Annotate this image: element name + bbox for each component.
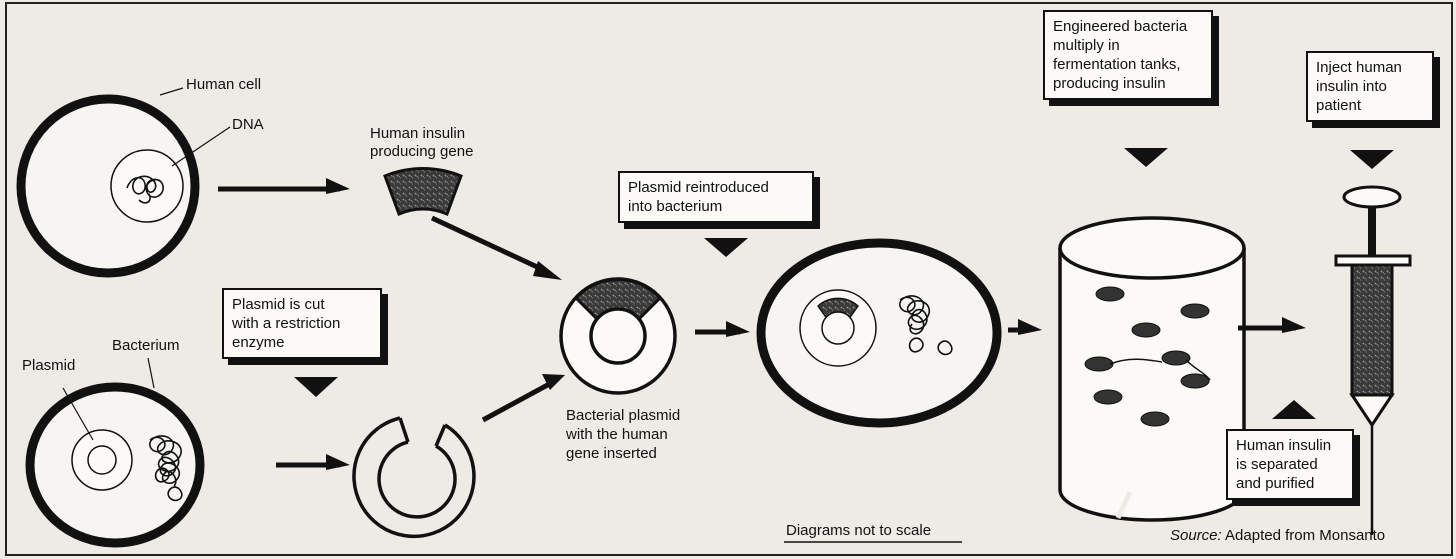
fermentation-tank-icon — [1060, 218, 1244, 520]
callout-inject: Inject human insulin into patient — [1306, 51, 1434, 122]
callout-engineered-bacteria: Engineered bacteria multiply in fermenta… — [1043, 10, 1213, 100]
scale-note: Diagrams not to scale — [786, 522, 931, 540]
arrow-bacterium-to-cut-plasmid — [276, 454, 350, 470]
pointer-triangle-cut — [294, 377, 338, 397]
pointer-triangle-separated — [1272, 400, 1316, 419]
dna-label: DNA — [232, 116, 264, 134]
human-cell-label: Human cell — [186, 76, 261, 94]
recombinant-plasmid-icon — [561, 279, 675, 393]
human-cell-icon — [21, 99, 195, 273]
plasmid-label: Plasmid — [22, 357, 75, 375]
engineered-bacterium-icon — [761, 243, 997, 423]
callout-separated: Human insulin is separated and purified — [1226, 429, 1354, 500]
bacterium-leader — [148, 358, 154, 388]
arrow-bacterium-to-tank — [1008, 319, 1042, 335]
arrow-plasmid-to-bacterium — [695, 321, 750, 337]
arrow-cell-to-gene — [218, 178, 350, 194]
bacterium-cut-gap — [194, 512, 205, 538]
insulin-gene-fragment-icon — [385, 168, 461, 214]
source-label: Source: — [1170, 527, 1222, 544]
bacterium-label: Bacterium — [112, 337, 180, 355]
callout-plasmid-reintroduced: Plasmid reintroduced into bacterium — [618, 171, 814, 223]
pointer-triangle-engineered — [1124, 148, 1168, 167]
bacterium-icon — [30, 387, 200, 543]
human-cell-leader — [160, 88, 183, 95]
bacterial-plasmid-label: Bacterial plasmid with the human gene in… — [566, 406, 680, 463]
arrow-gene-to-plasmid — [432, 218, 562, 280]
arrow-tank-to-syringe — [1238, 317, 1306, 333]
pointer-triangle-inject — [1350, 150, 1394, 169]
human-insulin-gene-label: Human insulin producing gene — [370, 125, 473, 161]
pointer-triangle-reintroduced — [704, 238, 748, 257]
callout-plasmid-cut: Plasmid is cut with a restriction enzyme — [222, 288, 382, 359]
arrow-cut-to-recombinant — [483, 374, 565, 420]
source-text: Adapted from Monsanto — [1225, 527, 1385, 544]
cut-plasmid-icon — [354, 418, 474, 536]
source-credit: Source: Adapted from Monsanto — [1170, 527, 1385, 545]
